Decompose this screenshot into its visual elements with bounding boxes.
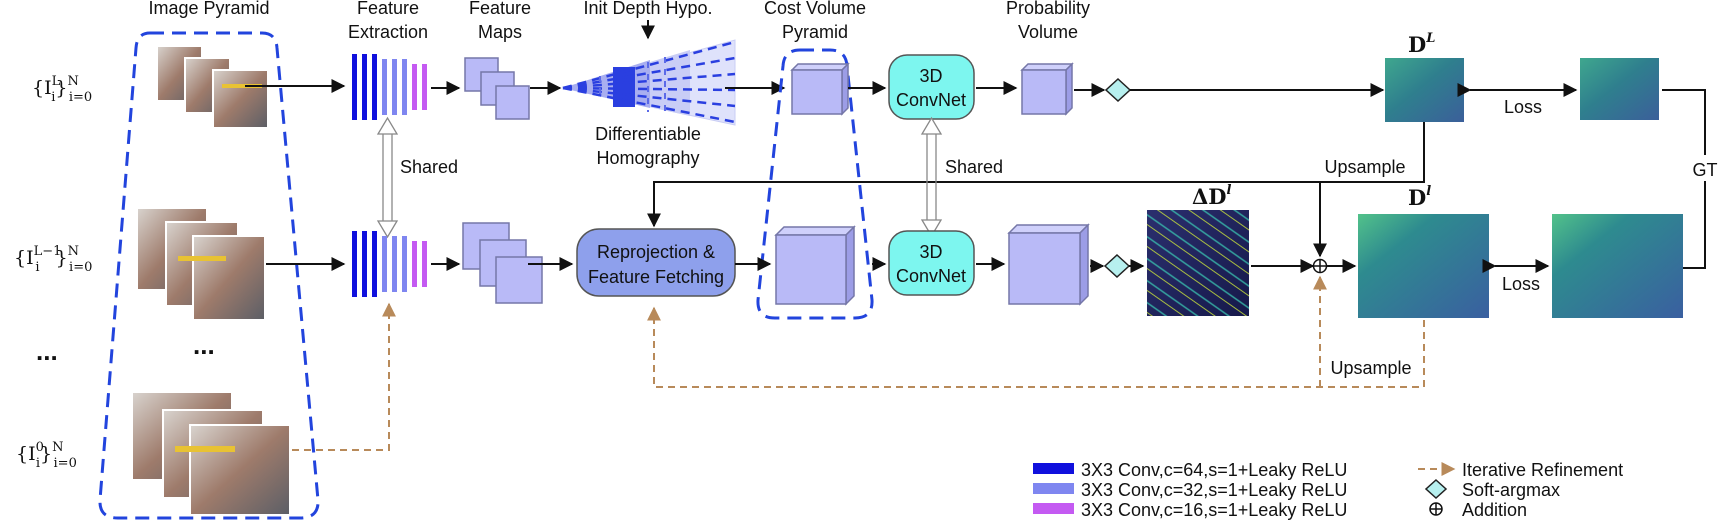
label-feature-maps-2: Maps — [478, 22, 522, 42]
feature-extractor-top — [352, 54, 427, 120]
iterative-path-to-feat — [292, 302, 396, 451]
label-cost-volume-1: Cost Volume — [764, 0, 866, 18]
convnet-bottom: 3D ConvNet — [888, 230, 975, 296]
image-pyramid-outline — [98, 31, 320, 520]
label-shared-left: Shared — [400, 157, 458, 177]
legend-softargmax-icon — [1424, 478, 1448, 500]
dots-left: ... — [36, 336, 58, 366]
label-feature-extraction-2: Extraction — [348, 22, 428, 42]
convnet-top-line2: ConvNet — [896, 90, 966, 110]
label-feature-maps-1: Feature — [469, 0, 531, 18]
addition-node-icon — [1312, 258, 1328, 274]
legend: 3X3 Conv,c=64,s=1+Leaky ReLU 3X3 Conv,c=… — [1033, 460, 1623, 520]
legend-swatch-conv64 — [1033, 463, 1074, 474]
label-diff-homo-1: Differentiable — [595, 124, 701, 144]
iterative-path-to-reproj — [647, 306, 1425, 388]
reprojection-feature-fetching-block: Reprojection & Feature Fetching — [576, 228, 736, 297]
convnet-bottom-line2: ConvNet — [896, 266, 966, 286]
legend-swatch-conv16 — [1033, 503, 1074, 514]
convnet-top: 3D ConvNet — [888, 54, 975, 120]
depth-map-l — [1358, 214, 1489, 318]
legend-iterative: Iterative Refinement — [1462, 460, 1623, 480]
reproj-line2: Feature Fetching — [588, 267, 724, 287]
prob-volume-cube-top — [1020, 62, 1074, 116]
convnet-top-line1: 3D — [919, 66, 942, 86]
prob-volume-cube-bottom — [1007, 223, 1090, 306]
depth-map-L — [1385, 58, 1464, 122]
cost-volume-pyramid-outline — [756, 48, 874, 320]
cost-volume-cube-top — [790, 62, 850, 116]
legend-conv16: 3X3 Conv,c=16,s=1+Leaky ReLU — [1081, 500, 1347, 520]
upsample-path-to-reproj — [647, 122, 1425, 228]
legend-addition-icon — [1429, 502, 1443, 516]
dots-mid: ... — [193, 330, 215, 360]
image-stack-level-L-1 — [136, 207, 266, 321]
feature-maps-top — [464, 57, 530, 120]
softargmax-bottom-icon — [1103, 253, 1131, 279]
cost-volume-cube-bottom — [774, 225, 856, 306]
legend-conv32: 3X3 Conv,c=32,s=1+Leaky ReLU — [1081, 480, 1347, 500]
label-diff-homo-2: Homography — [596, 148, 699, 168]
label-init-depth: Init Depth Hypo. — [583, 0, 712, 18]
legend-conv64: 3X3 Conv,c=64,s=1+Leaky ReLU — [1081, 460, 1347, 480]
label-feature-extraction-1: Feature — [357, 0, 419, 18]
label-prob-volume-1: Probability — [1006, 0, 1090, 18]
image-stack-level-0 — [131, 391, 291, 516]
label-depth-L: DL — [1408, 31, 1435, 57]
label-residual-depth: ΔDl — [1192, 183, 1232, 209]
label-upsample-bottom: Upsample — [1330, 358, 1411, 378]
reproj-line1: Reprojection & — [597, 242, 715, 262]
convnet-bottom-line1: 3D — [919, 242, 942, 262]
legend-swatch-conv32 — [1033, 483, 1074, 494]
shared-arrow-convnet — [920, 116, 943, 238]
label-image-pyramid: Image Pyramid — [148, 0, 269, 18]
label-loss-bottom: Loss — [1502, 274, 1540, 294]
label-loss-top: Loss — [1504, 97, 1542, 117]
gt-depth-map-top — [1580, 58, 1659, 120]
gt-depth-map-bottom — [1552, 214, 1683, 318]
label-prob-volume-2: Volume — [1018, 22, 1078, 42]
legend-addition: Addition — [1462, 500, 1527, 520]
label-cost-volume-2: Pyramid — [782, 22, 848, 42]
label-depth-l: Dl — [1408, 184, 1431, 210]
softargmax-top-icon — [1104, 77, 1132, 103]
label-gt: GT — [1693, 160, 1718, 180]
residual-depth-map — [1147, 210, 1249, 316]
depth-hypothesis-frustum — [562, 39, 736, 126]
image-stack-level-L — [156, 45, 269, 129]
shared-arrow-feature — [376, 116, 399, 239]
feature-extractor-bottom — [352, 231, 427, 297]
label-upsample-top: Upsample — [1324, 157, 1405, 177]
label-shared-mid: Shared — [945, 157, 1003, 177]
feature-maps-bottom — [462, 222, 543, 304]
legend-softargmax: Soft-argmax — [1462, 480, 1560, 500]
